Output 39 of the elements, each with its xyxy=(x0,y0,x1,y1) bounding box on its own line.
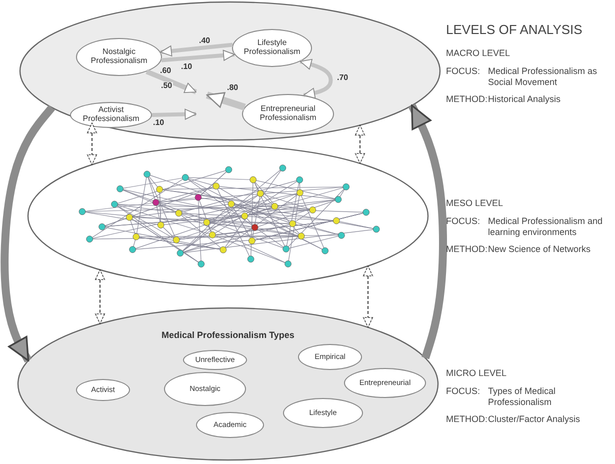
curved-arrow xyxy=(408,104,447,360)
dashed-double-arrow xyxy=(95,269,105,324)
field-label: FOCUS: xyxy=(446,66,482,76)
field-label: METHOD: xyxy=(446,414,486,424)
field-value: Medical Professionalism as Social Movement xyxy=(488,66,598,88)
dashed-double-arrow xyxy=(355,124,365,164)
arrow xyxy=(161,50,235,62)
level-heading: MESO LEVEL xyxy=(446,198,504,208)
edge-label: .70 xyxy=(336,74,350,82)
edge-label: .10 xyxy=(180,63,194,71)
level-plane xyxy=(20,2,440,140)
field-value: New Science of Networks xyxy=(488,244,592,256)
field-value: Historical Analysis xyxy=(488,94,562,106)
dashed-double-arrow xyxy=(87,122,97,166)
field-label: METHOD: xyxy=(446,244,486,254)
edge-label: .40 xyxy=(198,37,212,45)
level-heading: MACRO LEVEL xyxy=(446,48,512,58)
arrow xyxy=(206,92,246,110)
level-plane xyxy=(18,308,438,460)
field-value: Cluster/Factor Analysis xyxy=(488,414,582,426)
coefficient-label: .60 xyxy=(160,66,172,75)
field-label: METHOD: xyxy=(446,94,486,104)
edge-label: .80 xyxy=(226,84,240,92)
field-label: FOCUS: xyxy=(446,386,482,396)
arrow xyxy=(300,58,333,99)
section-heading: LEVELS OF ANALYSIS xyxy=(446,22,584,37)
arrow xyxy=(160,42,233,56)
arrow xyxy=(146,69,197,94)
field-value: Medical Professionalism and learning environments xyxy=(488,216,604,238)
dashed-double-arrow xyxy=(363,266,373,328)
field-value: Types of Medical Professionalism xyxy=(488,386,557,408)
curved-arrow xyxy=(0,105,55,362)
plane-title: Medical Professionalism Types xyxy=(160,330,296,340)
level-plane xyxy=(28,146,428,286)
arrow xyxy=(152,108,196,120)
field-label: FOCUS: xyxy=(446,216,482,226)
edge-label: .50 xyxy=(160,82,174,90)
level-heading: MICRO LEVEL xyxy=(446,368,508,378)
edge-label: .10 xyxy=(152,119,166,127)
